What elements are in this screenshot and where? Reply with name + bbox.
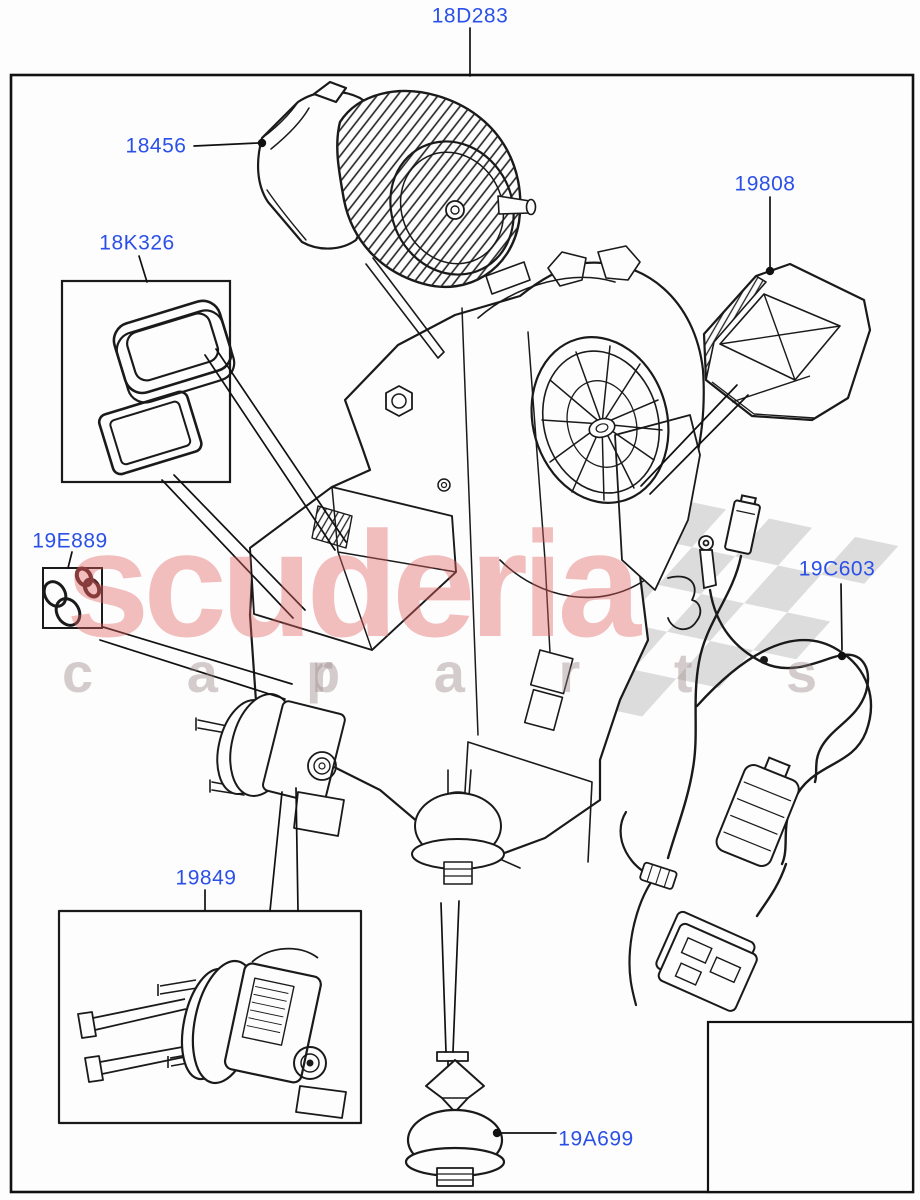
- drain-grommet: [404, 1108, 506, 1187]
- harness-inline-connector: [639, 861, 678, 890]
- harness-connector-top: [724, 494, 761, 555]
- air-duct-illustration: [702, 262, 872, 422]
- harness-junction-dot: [760, 656, 768, 664]
- part-label-19849[interactable]: 19849: [175, 866, 237, 890]
- harness-wire: [708, 588, 870, 784]
- heater-housing-illustration: [195, 245, 705, 885]
- part-label-19808[interactable]: 19808: [734, 172, 796, 196]
- part-label-18456[interactable]: 18456: [125, 134, 187, 158]
- harness-ring-terminal: [698, 535, 717, 590]
- housing-drain-dome: [411, 769, 505, 885]
- part-label-19E889[interactable]: 19E889: [32, 529, 108, 553]
- dot-19A699: [492, 1128, 502, 1138]
- leader-18K326: [138, 255, 148, 283]
- empty-inset-box: [706, 1020, 915, 1194]
- harness-wire: [628, 882, 652, 1007]
- oring-kit-box: [42, 566, 103, 629]
- leader-lines: [67, 27, 843, 1134]
- oring-small-2: [82, 577, 102, 599]
- dot-19808: [765, 266, 775, 276]
- dot-19C603: [837, 651, 847, 661]
- oring-large-2: [54, 597, 82, 627]
- oring-large-1: [42, 580, 68, 608]
- harness-wire: [666, 554, 743, 860]
- oring-small-1: [74, 566, 94, 588]
- diagram-border: [9, 73, 915, 1194]
- harness-resistor: [715, 756, 800, 868]
- callout-dots: [257, 138, 847, 1138]
- part-label-18K326[interactable]: 18K326: [99, 231, 175, 255]
- dot-18456: [257, 138, 267, 148]
- aux-pump-illustration: [77, 947, 347, 1119]
- leader-19E889: [67, 551, 73, 569]
- aux-pump-box: [57, 909, 363, 1125]
- seal-gasket-small: [97, 390, 203, 476]
- drain-valve-illustration: [404, 1051, 506, 1187]
- drain-valve-pin: [425, 1051, 485, 1113]
- part-label-19A699[interactable]: 19A699: [558, 1127, 634, 1151]
- harness-relay-connector: [655, 910, 758, 1012]
- harness-wire: [619, 810, 650, 876]
- wiring-harness-illustration: [619, 494, 873, 1012]
- impeller-grille: [530, 336, 670, 504]
- leader-18456: [193, 142, 259, 147]
- leader-19C603: [840, 583, 843, 651]
- housing-valve: [195, 693, 346, 837]
- seal-kit-box: [60, 279, 236, 484]
- seal-gasket-large: [112, 299, 236, 404]
- part-label-18D283[interactable]: 18D283: [431, 4, 509, 28]
- harness-wire: [755, 862, 788, 918]
- part-label-19C603[interactable]: 19C603: [798, 557, 876, 581]
